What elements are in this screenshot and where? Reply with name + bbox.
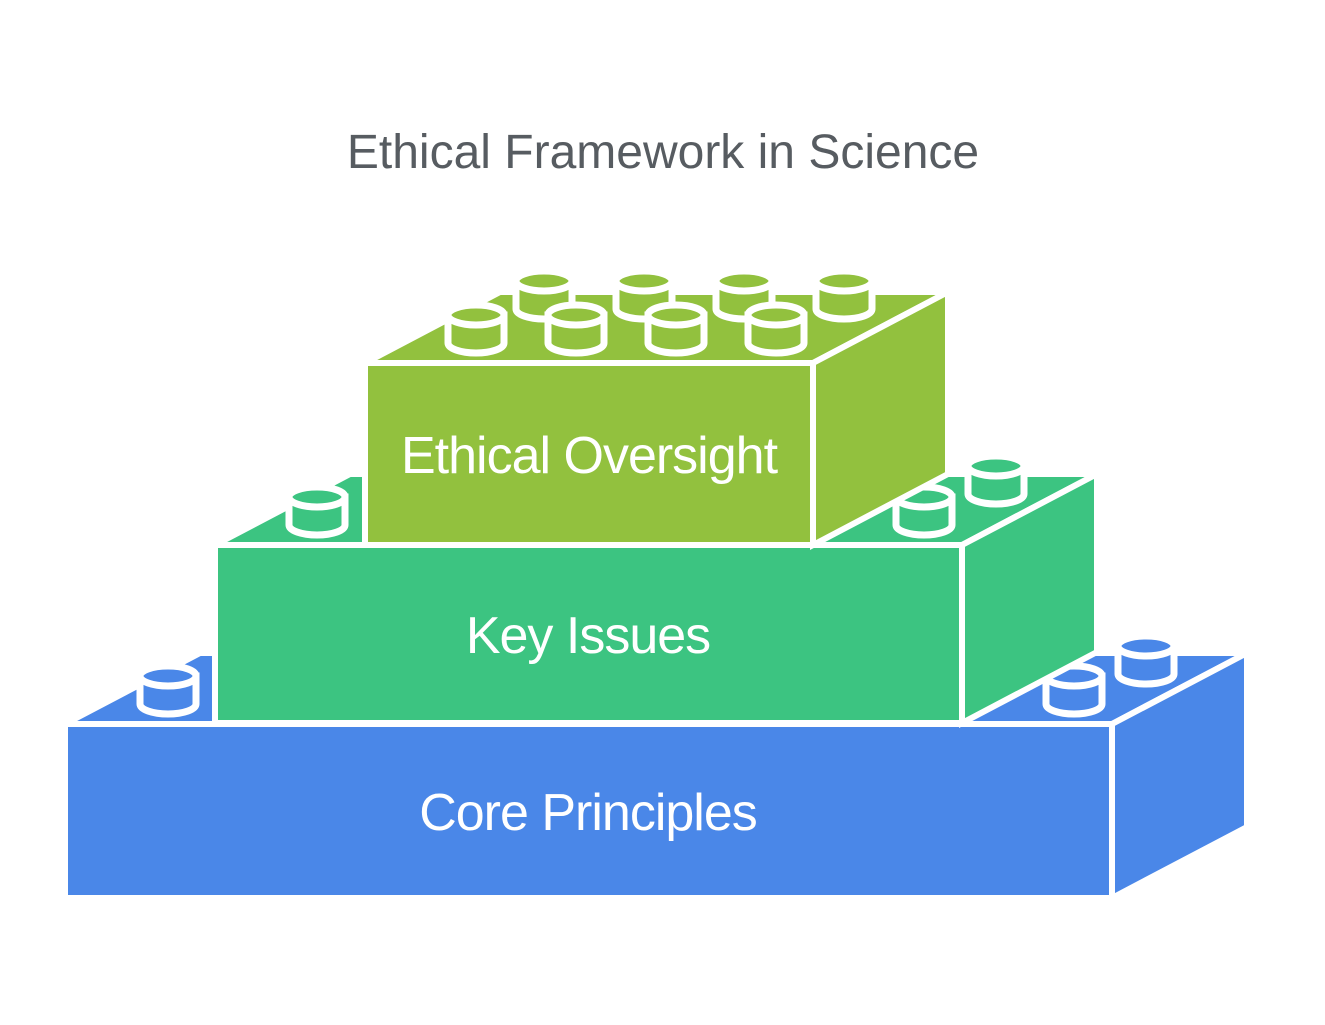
lego-stud-icon	[968, 456, 1024, 504]
brick-ethical-oversight: Ethical Oversight	[362, 271, 951, 550]
lego-stud-icon	[648, 305, 704, 353]
lego-stud-icon	[548, 305, 604, 353]
lego-stud-icon	[140, 666, 196, 714]
lego-stud-icon	[748, 305, 804, 353]
brick-front-face	[62, 721, 1115, 901]
lego-stud-icon	[1118, 636, 1174, 684]
diagram-title: Ethical Framework in Science	[347, 126, 979, 179]
brick-label: Key Issues	[466, 607, 710, 665]
brick-label: Core Principles	[419, 784, 757, 842]
lego-stud-icon	[816, 271, 872, 319]
lego-stud-icon	[448, 305, 504, 353]
lego-stud-icon	[289, 487, 345, 535]
brick-front-face	[362, 360, 816, 548]
brick-label: Ethical Oversight	[401, 427, 779, 485]
